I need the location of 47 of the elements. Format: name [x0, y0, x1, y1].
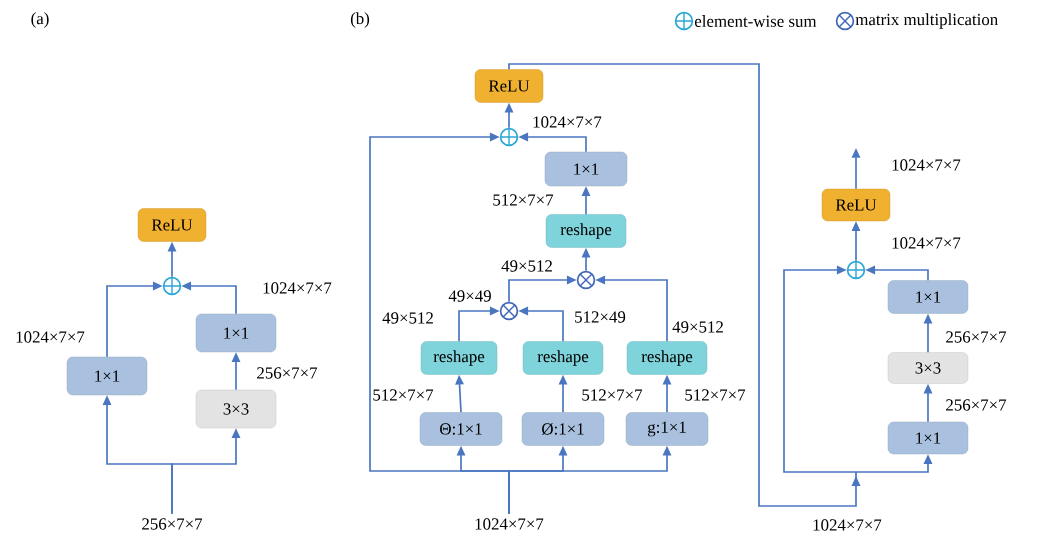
input-label: 256×7×7	[142, 518, 203, 530]
activation-box: ReLU	[137, 208, 207, 242]
conv-box: 1×1	[887, 421, 969, 455]
activation-box: ReLU	[821, 188, 891, 222]
conv-box: 1×1	[66, 356, 148, 396]
input-label: 1024×7×7	[475, 518, 544, 530]
reshape-box: reshape	[420, 341, 498, 375]
conv-box: 3×3	[195, 389, 277, 429]
arrow	[783, 265, 857, 473]
conv-box: 1×1	[887, 280, 969, 314]
reshape-box: reshape	[522, 341, 604, 375]
reshape-box: reshape	[545, 214, 627, 248]
sum-symbol	[162, 276, 182, 296]
legend-text: element-wise sum	[694, 15, 817, 27]
multiply-symbol	[499, 301, 519, 321]
dimension-label: 512×7×7	[373, 389, 434, 401]
reshape-box: reshape	[626, 341, 708, 375]
dimension-label: 49×49	[448, 290, 491, 302]
conv-box: 1×1	[195, 313, 277, 353]
conv-box: 1×1	[544, 151, 628, 187]
dimension-label: 512×49	[575, 311, 626, 323]
legend-text: matrix multiplication	[855, 13, 998, 29]
dimension-label: 1024×7×7	[533, 116, 602, 128]
conv-box: g:1×1	[625, 412, 709, 446]
conv-box: Ø:1×1	[521, 412, 605, 446]
dimension-label: 49×512	[672, 321, 723, 333]
dimension-label: 49×512	[382, 312, 433, 324]
panel-label: (b)	[350, 12, 370, 28]
activation-box: ReLU	[474, 69, 544, 103]
dimension-label: 512×7×7	[685, 389, 746, 401]
dimension-label: 256×7×7	[257, 367, 318, 379]
dimension-label: 1024×7×7	[16, 331, 85, 343]
sum-symbol	[846, 260, 866, 280]
dimension-label: 1024×7×7	[892, 159, 961, 171]
dimension-label: 256×7×7	[946, 331, 1007, 343]
dimension-label: 256×7×7	[946, 399, 1007, 411]
sum-symbol	[499, 127, 519, 147]
conv-box: 3×3	[887, 352, 969, 384]
dimension-label: 49×512	[501, 260, 552, 272]
dimension-label: 512×7×7	[493, 194, 554, 206]
conv-box: Θ:1×1	[419, 412, 503, 446]
dimension-label: 512×7×7	[582, 389, 643, 401]
dimension-label: 1024×7×7	[813, 519, 882, 531]
panel-label: (a)	[31, 12, 49, 28]
multiply-symbol	[576, 270, 596, 290]
dimension-label: 1024×7×7	[263, 282, 332, 294]
dimension-label: 1024×7×7	[892, 237, 961, 249]
